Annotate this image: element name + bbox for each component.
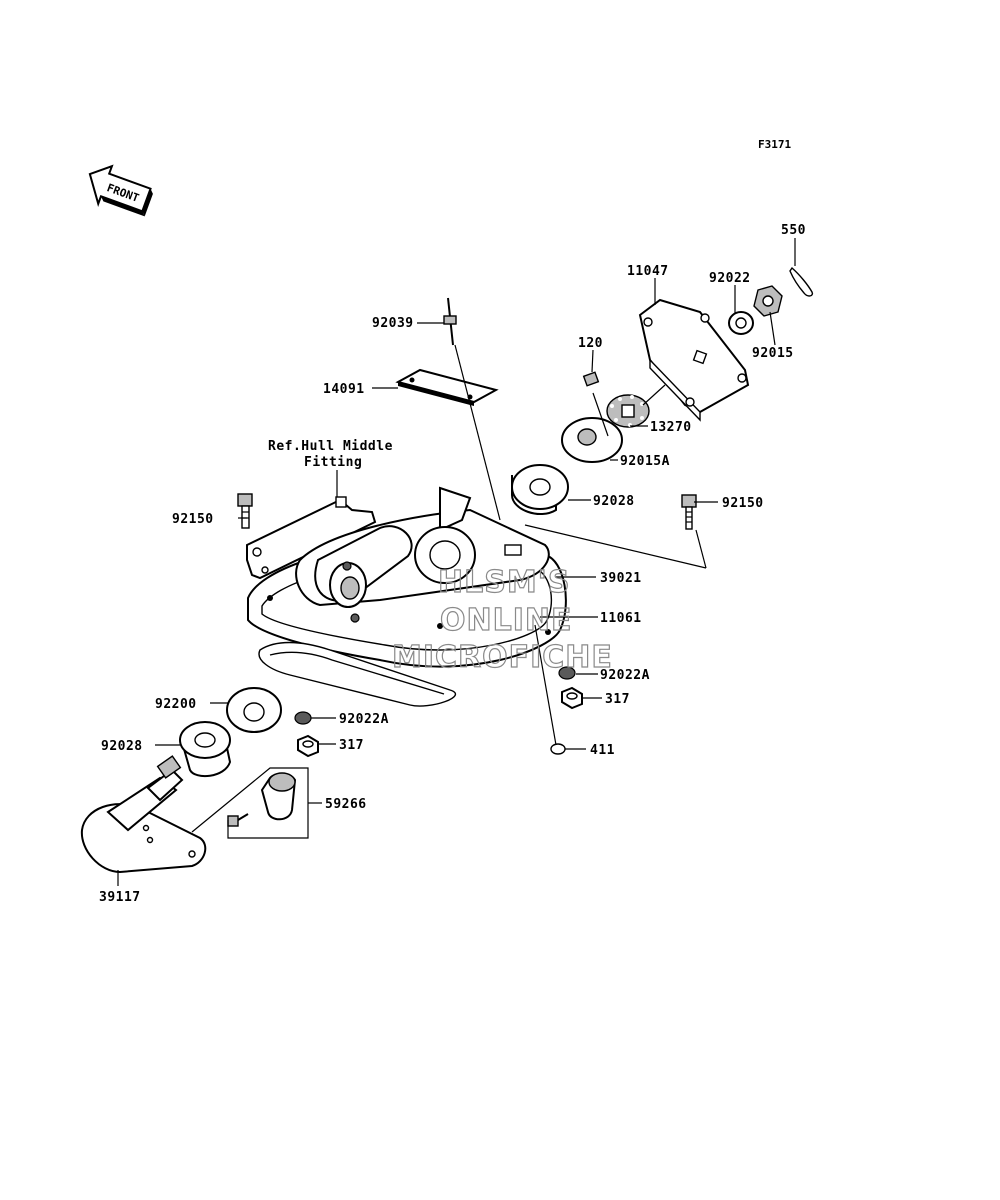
part-92015-nut — [753, 285, 783, 317]
part-92039-bolt — [443, 297, 457, 346]
part-550-cotter-pin — [789, 266, 814, 297]
watermark-line-2: ONLINE — [440, 603, 573, 638]
callout-92150-left: 92150 — [172, 512, 214, 527]
callout-14091: 14091 — [323, 382, 365, 397]
callout-13270: 13270 — [650, 420, 692, 435]
callout-317-right: 317 — [605, 692, 630, 707]
part-92022a-left-washer — [294, 711, 312, 725]
part-39021-housing — [295, 486, 550, 623]
callout-92022a-right: 92022A — [600, 668, 650, 683]
part-120-screw — [582, 371, 600, 387]
callout-120: 120 — [578, 336, 603, 351]
part-411-washer — [550, 743, 566, 755]
part-39117-shaft-lever — [80, 755, 207, 874]
front-arrow-icon: FRONT — [88, 164, 153, 217]
part-11061-gasket-lower — [258, 641, 457, 707]
callout-92022: 92022 — [709, 271, 751, 286]
callout-59266: 59266 — [325, 797, 367, 812]
part-92022a-right-washer — [558, 666, 576, 680]
part-92150-right-bolt — [681, 494, 697, 530]
callout-39117: 39117 — [99, 890, 141, 905]
watermark: HLSM'S ONLINE MICROFICHE — [391, 564, 613, 675]
callout-92200: 92200 — [155, 697, 197, 712]
callout-92015: 92015 — [752, 346, 794, 361]
watermark-line-1: HLSM'S — [438, 565, 570, 600]
part-59266-kit — [227, 772, 297, 827]
ref-note-line-2: Fitting — [304, 455, 362, 470]
callout-39021: 39021 — [600, 571, 642, 586]
callout-92039: 92039 — [372, 316, 414, 331]
callout-11061: 11061 — [600, 611, 642, 626]
callout-92028-top: 92028 — [593, 494, 635, 509]
part-92028-top-bushing — [511, 464, 569, 515]
leader-lines — [117, 238, 796, 886]
part-13270-gear — [606, 394, 650, 428]
part-92015a-bushing — [561, 417, 623, 463]
watermark-line-3: MICROFICHE — [392, 640, 613, 675]
ref-hull-middle-fitting — [246, 496, 377, 580]
part-92028-bottom-bushing — [179, 721, 232, 778]
callout-317-left: 317 — [339, 738, 364, 753]
part-317-left-nut — [297, 734, 319, 758]
figure-code: F3171 — [758, 138, 791, 151]
part-11047-bracket — [638, 298, 750, 422]
callout-92028-bottom: 92028 — [101, 739, 143, 754]
part-14091-plate — [395, 368, 499, 406]
ref-note-line-1: Ref.Hull Middle — [268, 439, 393, 454]
part-92200-washer — [226, 687, 282, 733]
callout-92150-right: 92150 — [722, 496, 764, 511]
callout-411: 411 — [590, 743, 615, 758]
callout-11047: 11047 — [627, 264, 669, 279]
part-92150-left-bolt — [237, 493, 253, 529]
callout-92015a: 92015A — [620, 454, 670, 469]
part-317-right-nut — [561, 686, 583, 710]
callout-92022a-left: 92022A — [339, 712, 389, 727]
callout-550: 550 — [781, 223, 806, 238]
